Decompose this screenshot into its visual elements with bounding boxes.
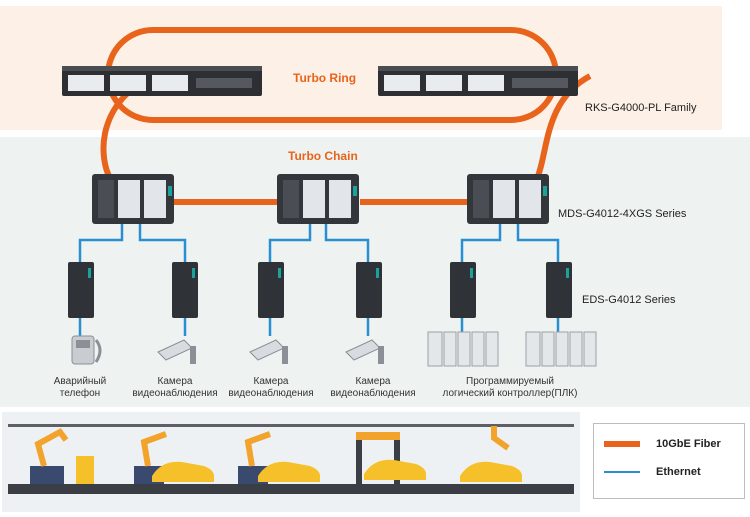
caption-line: Аварийный [53,376,107,387]
turbo-chain-label: Turbo Chain [288,149,358,163]
device-caption-plc: Программируемый логический контроллер(ПЛ… [430,376,590,400]
mds-series-label: MDS-G4012-4XGS Series [558,208,687,220]
mds-switch-2 [277,174,359,224]
rks-family-label: RKS-G4000-PL Family [585,102,697,114]
caption-line: видеонаблюдения [228,388,314,399]
camera-icon-1 [157,339,196,364]
legend: 10GbE Fiber Ethernet [593,423,745,499]
turbo-ring-label: Turbo Ring [293,71,357,85]
camera-icon-2 [249,339,288,364]
rks-switch-right [378,66,578,96]
legend-fiber-label: 10GbE Fiber [656,438,721,450]
legend-item-fiber: 10GbE Fiber [604,438,721,450]
ethernet-links [78,222,560,336]
plc-icon-2 [525,331,597,367]
camera-icon-3 [345,339,384,364]
device-caption-camera-3: Камера видеонаблюдения [326,376,420,400]
caption-line: видеонаблюдения [132,388,218,399]
fiber-swatch [604,441,640,447]
caption-line: Камера [157,376,193,387]
eds-switches [68,262,572,318]
device-caption-camera-1: Камера видеонаблюдения [128,376,222,400]
eds-series-label: EDS-G4012 Series [582,294,676,306]
caption-line: видеонаблюдения [330,388,416,399]
ethernet-swatch [604,471,640,473]
caption-line: логический контроллер(ПЛК) [442,388,578,399]
mds-switch-1 [92,174,174,224]
caption-line: Камера [253,376,289,387]
emergency-phone-icon [71,335,102,365]
caption-line: Программируемый [466,376,554,387]
plc-icon-1 [427,331,499,367]
device-caption-camera-2: Камера видеонаблюдения [224,376,318,400]
legend-ethernet-label: Ethernet [656,466,701,478]
caption-line: телефон [59,388,101,399]
legend-item-ethernet: Ethernet [604,466,701,478]
rks-switch-left [62,66,262,96]
device-caption-phone: Аварийный телефон [40,376,120,400]
eds-status-leds [88,268,569,278]
factory-scene [8,424,574,494]
mds-switch-3 [467,174,549,224]
caption-line: Камера [355,376,391,387]
